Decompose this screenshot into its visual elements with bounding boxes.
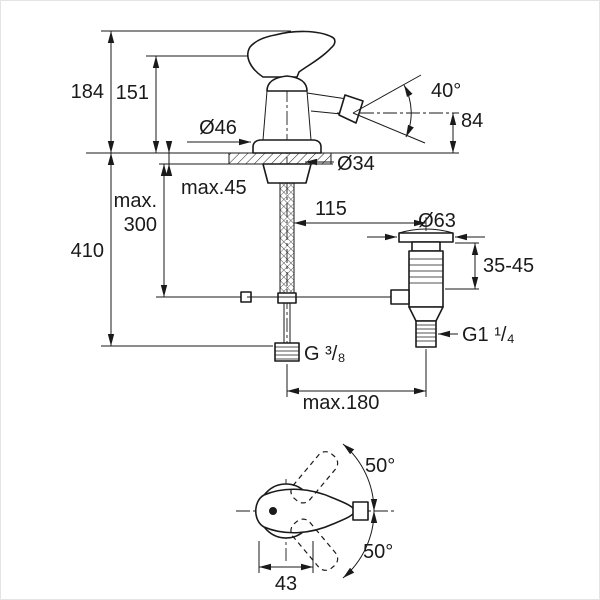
dim-g38-label: G ³/₈ <box>304 343 346 365</box>
dim-d46: Ø46 <box>187 117 251 146</box>
dim-max180: max.180 <box>286 351 427 414</box>
dim-35-45: 35-45 <box>445 242 534 290</box>
spout <box>306 92 348 115</box>
rod-knob <box>390 289 410 305</box>
dim-g114-label: G1 ¹/₄ <box>462 324 515 346</box>
dim-max300-label-line2: 300 <box>124 214 157 236</box>
waste-taper <box>408 306 444 322</box>
dim-50-top-label: 50° <box>365 455 395 477</box>
plan-lever-tip <box>352 501 369 521</box>
g38-connector <box>274 342 300 362</box>
faucet-base <box>252 139 322 154</box>
dim-max300-label-line1: max. <box>114 190 157 212</box>
waste-body <box>408 250 444 308</box>
dim-g38: G ³/₈ <box>304 343 346 365</box>
dim-50-top: 50° <box>342 443 395 512</box>
pop-up-waste <box>390 228 454 348</box>
elevation-view: 184 151 410 max. 300 max.45 Ø46 Ø34 <box>71 30 534 414</box>
dim-43: 43 <box>258 541 314 595</box>
dim-50-bottom-label: 50° <box>363 541 393 563</box>
cartridge-dome <box>266 75 308 92</box>
dim-d34: Ø34 <box>305 153 375 175</box>
plan-faucet <box>254 483 369 539</box>
dim-40deg-label: 40° <box>431 80 461 102</box>
dim-50-bottom: 50° <box>342 510 393 579</box>
dim-d63: Ø63 <box>367 210 485 241</box>
plan-pivot-dot <box>269 507 277 515</box>
waste-flange <box>398 232 454 243</box>
dim-d63-label: Ø63 <box>418 210 456 232</box>
dim-43-label: 43 <box>275 573 297 595</box>
mounting-nut <box>262 163 312 184</box>
dim-g114: G1 ¹/₄ <box>438 324 515 346</box>
plan-lever-rotated-up <box>290 451 339 504</box>
lever-handle <box>247 30 336 78</box>
dim-151-label: 151 <box>116 82 149 104</box>
dim-115-label: 115 <box>315 198 347 220</box>
dim-184-label: 184 <box>71 81 104 103</box>
dim-d46-label: Ø46 <box>199 117 237 139</box>
hose-fitting <box>277 292 297 304</box>
dim-84: 84 <box>449 110 483 153</box>
dim-151: 151 <box>116 56 160 153</box>
dim-max180-label: max.180 <box>303 392 380 414</box>
plan-lever-rotated-down <box>290 518 339 571</box>
dim-84-label: 84 <box>461 110 483 132</box>
dim-max300: max. 300 <box>114 164 168 297</box>
dim-35-45-label: 35-45 <box>483 255 534 277</box>
dim-d34-label: Ø34 <box>337 153 375 175</box>
faucet-body <box>247 30 364 154</box>
waste-neck <box>411 241 441 252</box>
waste-tailpipe <box>415 320 437 348</box>
dim-40deg: 40° <box>352 74 461 144</box>
dim-max45-label: max.45 <box>181 177 247 199</box>
mounting-hardware <box>228 152 397 362</box>
aerator <box>338 94 364 124</box>
dim-410-label: 410 <box>71 240 104 262</box>
plan-view: 50° 50° 43 <box>236 443 396 595</box>
dim-410: 410 <box>71 153 115 346</box>
supply-hose <box>279 182 295 294</box>
dim-184: 184 <box>71 31 115 153</box>
dim-max45: max.45 <box>165 141 247 199</box>
dim-115: 115 <box>294 198 426 227</box>
